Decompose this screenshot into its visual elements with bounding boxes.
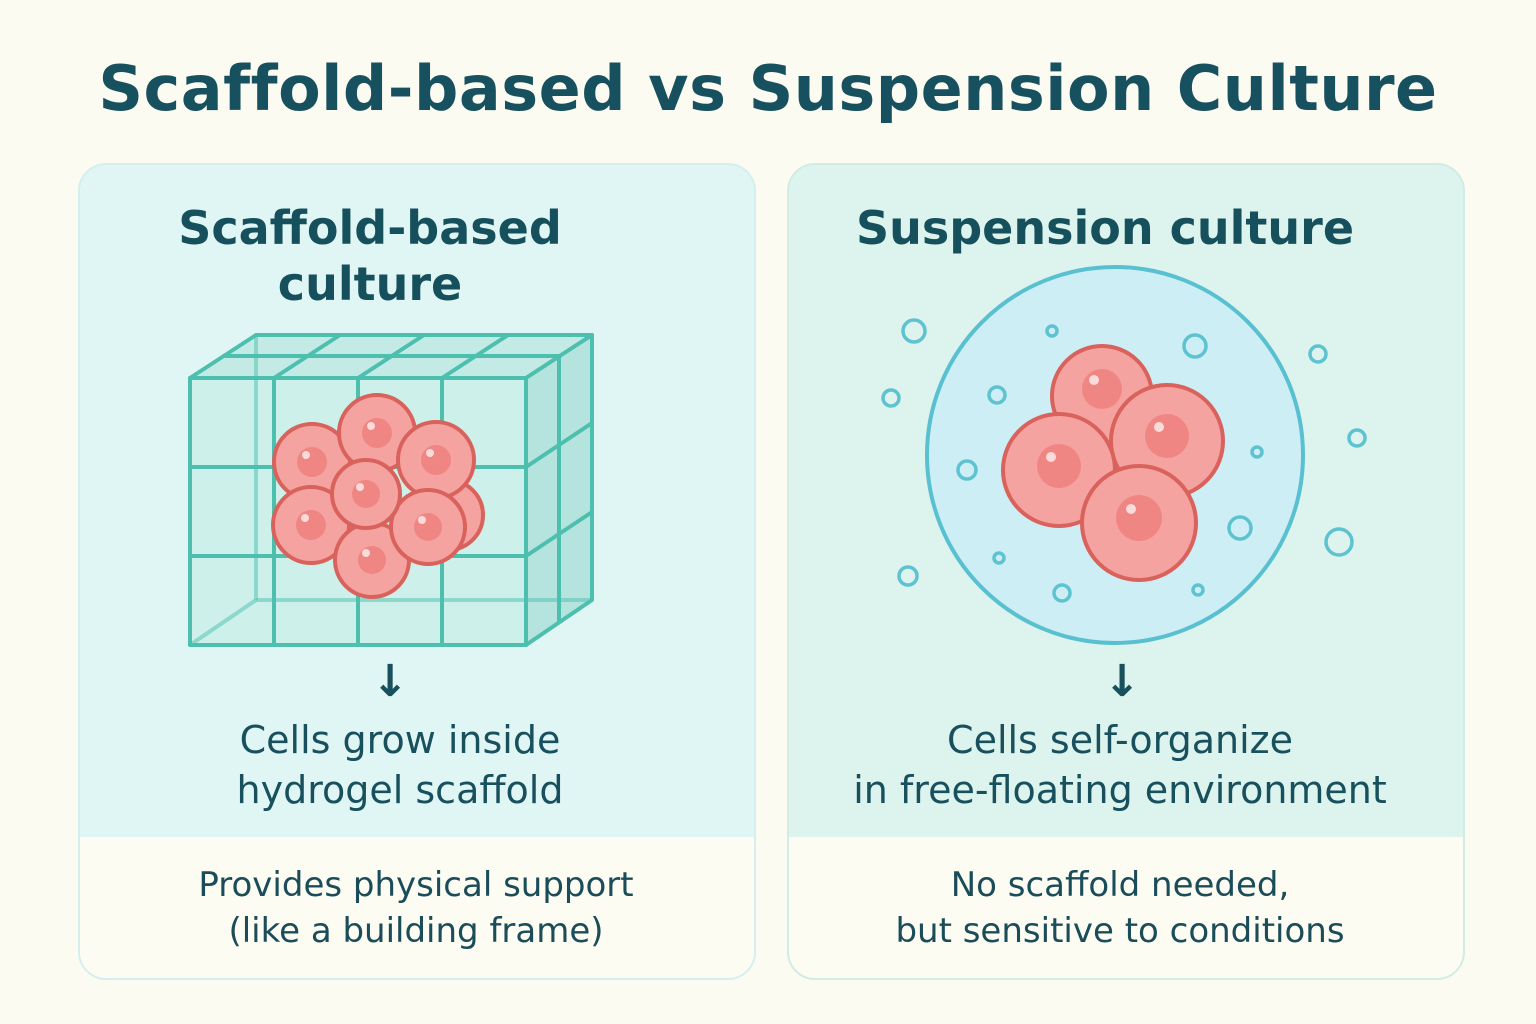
- suspension-note-line2: but sensitive to conditions: [895, 911, 1345, 951]
- scaffold-note-line2: (like a building frame): [228, 911, 604, 951]
- suspension-note: No scaffold needed, but sensitive to con…: [810, 862, 1430, 954]
- scaffold-note-line1: Provides physical support: [198, 865, 634, 905]
- scaffold-caption-line2: hydrogel scaffold: [236, 768, 564, 812]
- suspension-cell-cluster: [1001, 344, 1225, 582]
- scaffold-caption-line1: Cells grow inside: [239, 718, 561, 762]
- suspension-caption-line2: in free-floating environment: [853, 768, 1387, 812]
- suspension-heading: Suspension culture: [855, 201, 1355, 255]
- floating-bubbles: [881, 318, 1367, 603]
- scaffold-caption: Cells grow inside hydrogel scaffold: [100, 715, 700, 815]
- scaffold-heading-line1: Scaffold-based: [178, 201, 562, 255]
- suspension-note-line1: No scaffold needed,: [950, 865, 1290, 905]
- suspension-arrow: ↓: [1103, 656, 1141, 707]
- suspension-caption: Cells self-organize in free-floating env…: [800, 715, 1440, 815]
- scaffold-note: Provides physical support (like a buildi…: [100, 862, 732, 954]
- suspension-caption-line1: Cells self-organize: [947, 718, 1293, 762]
- scaffold-heading-line2: culture: [277, 257, 463, 311]
- suspension-illustration: [881, 265, 1367, 645]
- scaffold-arrow: ↓: [371, 656, 409, 707]
- scaffold-heading: Scaffold-based culture: [120, 200, 620, 312]
- page-title: Scaffold-based vs Suspension Culture: [98, 52, 1438, 125]
